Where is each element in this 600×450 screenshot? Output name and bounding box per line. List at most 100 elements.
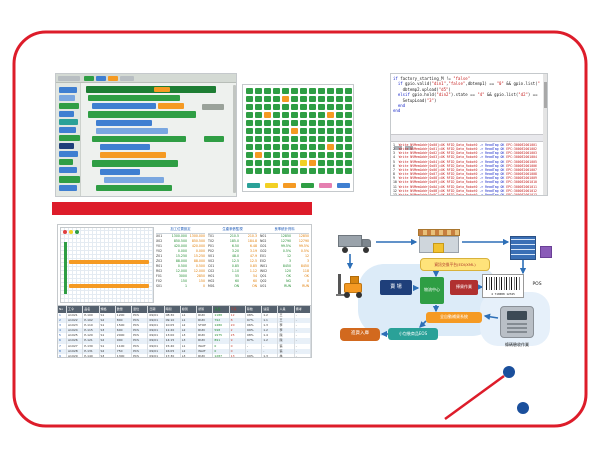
table-cell: 9	[58, 354, 67, 357]
parameter-row: U01 RUN RUN	[260, 284, 309, 289]
legend-chip	[301, 183, 314, 188]
program-block	[96, 185, 172, 191]
program-block	[104, 177, 164, 183]
program-block	[92, 103, 156, 109]
forklift-icon	[336, 270, 370, 298]
code-editor-screenshot: if factory_starting_M != "false" if gpio…	[390, 73, 548, 196]
program-block	[59, 159, 73, 165]
store-box: 賣 場	[380, 280, 412, 295]
program-block	[233, 85, 236, 193]
scanner-icon	[507, 311, 527, 320]
parameter-cell: U01	[260, 284, 267, 289]
table-cell: 17:30	[165, 354, 181, 357]
editor-toolbar	[391, 134, 547, 150]
program-block	[204, 136, 224, 142]
scrollbar-icon	[543, 74, 547, 195]
code-line: end	[393, 108, 401, 114]
program-block	[100, 169, 140, 175]
orange-bar	[69, 284, 149, 288]
forklift-icon	[356, 292, 362, 298]
dc-box: 物流中心	[420, 277, 444, 304]
program-block	[59, 87, 77, 93]
accent-line	[444, 374, 505, 421]
program-block	[84, 76, 94, 81]
program-block	[88, 111, 196, 118]
traffic-light-icons	[63, 230, 67, 234]
parameter-cell: ON	[234, 284, 239, 289]
table-cell: 1300	[116, 354, 133, 357]
legend-chip	[265, 183, 278, 188]
program-block	[59, 185, 77, 191]
program-block	[92, 136, 186, 142]
table-cell: S3	[100, 354, 116, 357]
pos-label: POS	[532, 281, 542, 287]
program-block	[59, 95, 75, 101]
program-block	[59, 151, 78, 157]
green-strip	[64, 242, 67, 294]
truck-icon	[342, 247, 348, 253]
legend-chip	[247, 183, 260, 188]
factory-icon	[418, 229, 460, 236]
accent-dot	[517, 402, 529, 414]
truck-icon	[362, 239, 371, 247]
parameter-cell: M01	[208, 284, 215, 289]
parameter-row: M01 ON ON	[208, 284, 257, 289]
scanner-icon	[507, 323, 527, 333]
blocks-layer	[56, 74, 236, 196]
truck-icon	[338, 232, 374, 254]
truck-icon	[363, 247, 369, 253]
program-block	[59, 103, 79, 109]
table-cell: 1287	[213, 354, 230, 357]
legend-chip	[337, 183, 350, 188]
program-block	[202, 104, 224, 110]
position-chart-panel	[60, 227, 154, 303]
table-cell: 1.3	[262, 354, 279, 357]
program-block	[86, 86, 216, 93]
grid-legend	[246, 88, 350, 188]
logistics-flowchart-screenshot: 資訊交換平台(EDI/XML)賣 場物流中心揀貨作業全自動補貨系統小包裝商品EO…	[332, 228, 556, 362]
forklift-icon	[344, 292, 350, 298]
eos-box: 小包裝商品EOS	[388, 328, 438, 340]
message-log: 1 Write NVMemAddr[0x00]=OK RFID_Data_Rob…	[391, 142, 542, 195]
program-block	[59, 127, 76, 133]
table-cell: A1029	[67, 354, 84, 357]
scanner-icon	[500, 306, 534, 338]
table-cell: -	[295, 354, 311, 357]
program-block	[59, 143, 74, 149]
program-block	[96, 128, 168, 134]
program-block	[154, 87, 170, 92]
barcode-number: 4 710088 12345	[491, 292, 515, 296]
block-editor-screenshot	[55, 73, 237, 197]
traffic-light-icons	[69, 230, 73, 234]
program-block	[120, 76, 134, 81]
parameter-cell: ON	[252, 284, 257, 289]
parameter-cell: RUN	[302, 284, 309, 289]
red-divider-bar	[52, 202, 312, 215]
accent-dot	[503, 366, 515, 378]
table-cell: 09/01	[148, 354, 165, 357]
legend-chip	[319, 183, 332, 188]
factory-icon	[433, 243, 444, 253]
parameter-cell: RUN	[284, 284, 291, 289]
barcode-icon	[486, 277, 520, 290]
factory-icon	[418, 228, 460, 254]
auto-replenish-box: 全自動補貨系統	[426, 312, 482, 323]
program-block	[59, 176, 80, 183]
table-cell: 林	[278, 354, 295, 357]
parameter-cell: S01	[156, 284, 163, 289]
program-block	[92, 160, 178, 167]
program-block	[59, 111, 74, 117]
truck-icon	[338, 235, 362, 247]
cabinet-icon	[510, 236, 536, 260]
table-cell: L3	[181, 354, 198, 357]
program-block	[100, 152, 166, 158]
log-row: 13 Write NVMemAddr[0x0C]=OK RFID_Data_Ro…	[393, 192, 537, 195]
program-block	[59, 167, 77, 173]
program-block	[96, 76, 106, 81]
table-cell: 13	[230, 354, 246, 357]
